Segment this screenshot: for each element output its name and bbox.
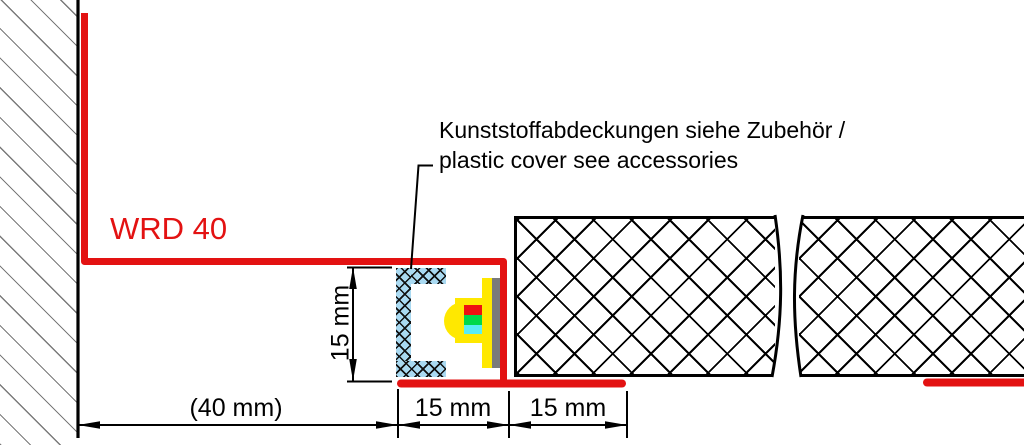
- arrow-left-15b: [509, 421, 531, 429]
- profile-name-label: WRD 40: [110, 211, 228, 246]
- profile-main-path: [81, 13, 507, 384]
- dim-label-40mm: (40 mm): [189, 394, 283, 422]
- note-line-german: Kunststoffabdeckungen siehe Zubehör /: [439, 117, 846, 143]
- dim-label-15mm-cover: 15 mm: [414, 394, 492, 422]
- dim-label-15mm-height: 15 mm: [326, 284, 355, 362]
- fixing-red-segment: [464, 305, 483, 315]
- note-leader-line: [410, 164, 433, 270]
- plastic-cover-bottom-flange: [396, 361, 446, 377]
- insulation-panel-right: [799, 216, 1024, 377]
- dim-label-15mm-overlap: 15 mm: [529, 394, 607, 422]
- fixing-cyan-segment: [464, 325, 483, 334]
- fixing-green-segment: [464, 315, 483, 325]
- note-line-english: plastic cover see accessories: [439, 147, 739, 173]
- wall-hatch-area: [0, 0, 77, 445]
- arrow-down-15v: [349, 359, 357, 381]
- arrow-right-15b: [605, 421, 627, 429]
- arrow-left-40: [78, 421, 100, 429]
- arrow-right-40: [376, 421, 398, 429]
- insulation-panel-left: [514, 216, 775, 377]
- gray-insert-strip: [492, 278, 502, 368]
